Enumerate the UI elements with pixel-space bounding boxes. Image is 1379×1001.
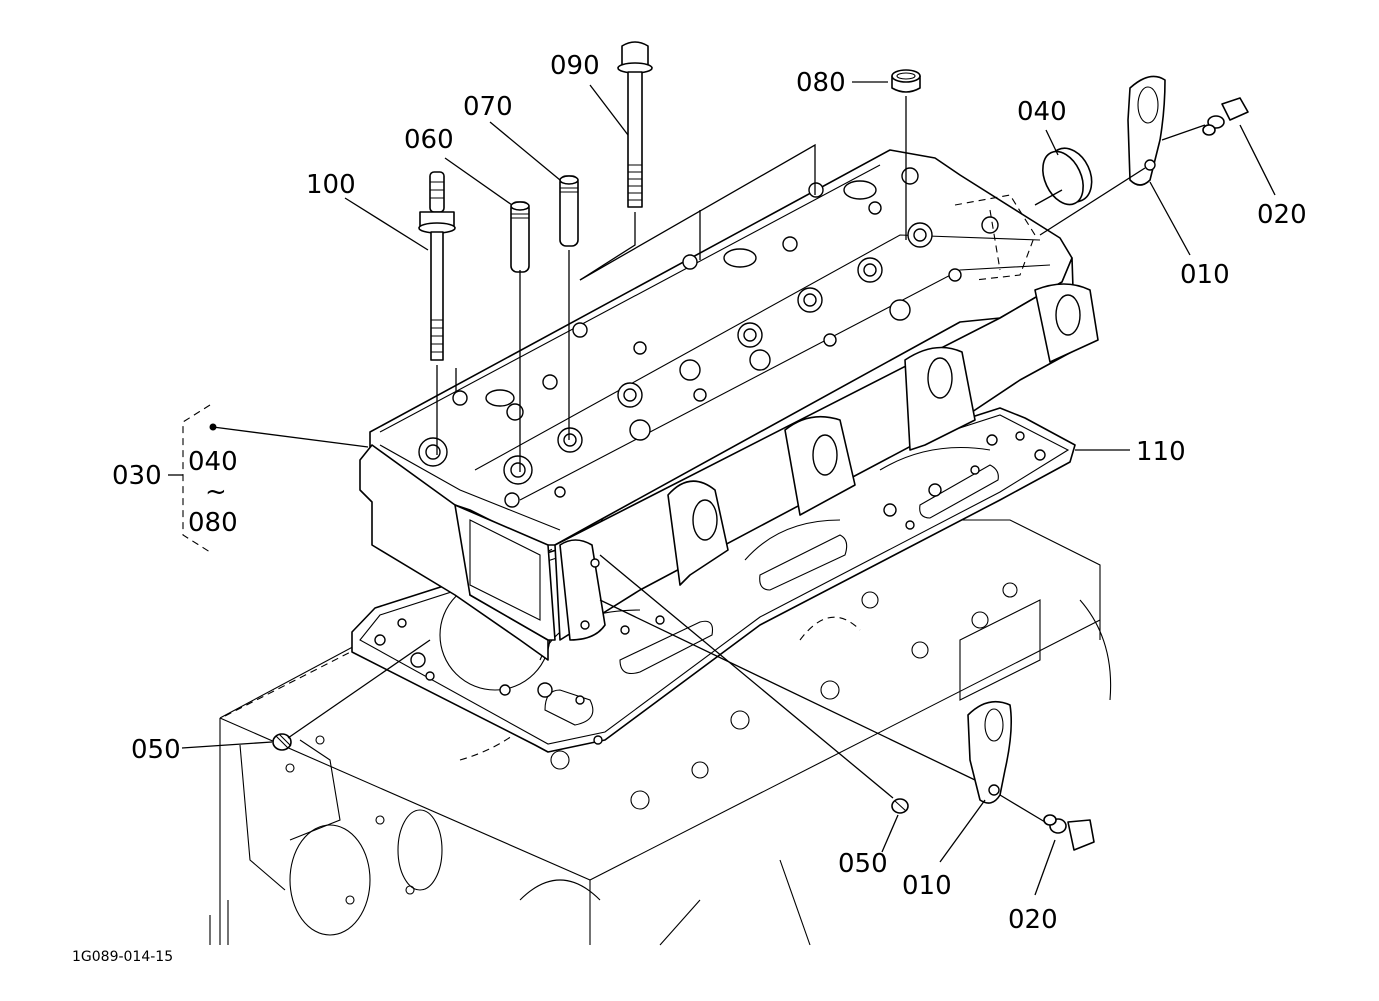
part-070-valve-guide xyxy=(559,175,579,247)
head-ports xyxy=(418,167,999,508)
part-020-bolt-bottom xyxy=(1043,814,1095,851)
leader-lines xyxy=(181,81,1276,896)
part-090-head-bolt xyxy=(617,41,653,208)
group-marker-dot xyxy=(209,423,217,431)
callout-labels: 100 060 070 090 080 040 010 020 110 050 … xyxy=(72,51,1307,965)
group-range-start: 040 xyxy=(188,447,238,477)
part-040-plug-cap xyxy=(1042,147,1093,206)
part-010-lifting-hook-bottom xyxy=(967,700,1013,804)
part-060-valve-guide xyxy=(510,201,530,273)
part-010-lifting-hook-top xyxy=(1127,75,1166,186)
part-050-pin-left xyxy=(272,733,292,751)
callout-010-top: 010 xyxy=(1180,260,1230,290)
callout-080: 080 xyxy=(796,68,846,98)
callout-070: 070 xyxy=(463,92,513,122)
diagram-reference-code: 1G089-014-15 xyxy=(72,949,173,965)
callout-030-group: 030 xyxy=(112,461,162,491)
callout-100: 100 xyxy=(306,170,356,200)
group-range-symbol: ~ xyxy=(205,477,227,507)
callout-010-bottom: 010 xyxy=(902,871,952,901)
callout-050-left: 050 xyxy=(131,735,181,765)
callout-110: 110 xyxy=(1136,437,1186,467)
part-020-bolt-top xyxy=(1202,97,1249,136)
part-050-pin-right xyxy=(891,798,909,814)
cylinder-head xyxy=(359,149,1099,661)
callout-050-right: 050 xyxy=(838,849,888,879)
callout-020-bottom: 020 xyxy=(1008,905,1058,935)
callout-020-top: 020 xyxy=(1257,200,1307,230)
callout-090: 090 xyxy=(550,51,600,81)
group-range-end: 080 xyxy=(188,508,238,538)
assembly-group-bracket xyxy=(168,404,217,553)
callout-060: 060 xyxy=(404,125,454,155)
callout-040: 040 xyxy=(1017,97,1067,127)
part-080-seal-cap xyxy=(891,69,921,93)
part-100-stud-bolt xyxy=(418,171,456,361)
